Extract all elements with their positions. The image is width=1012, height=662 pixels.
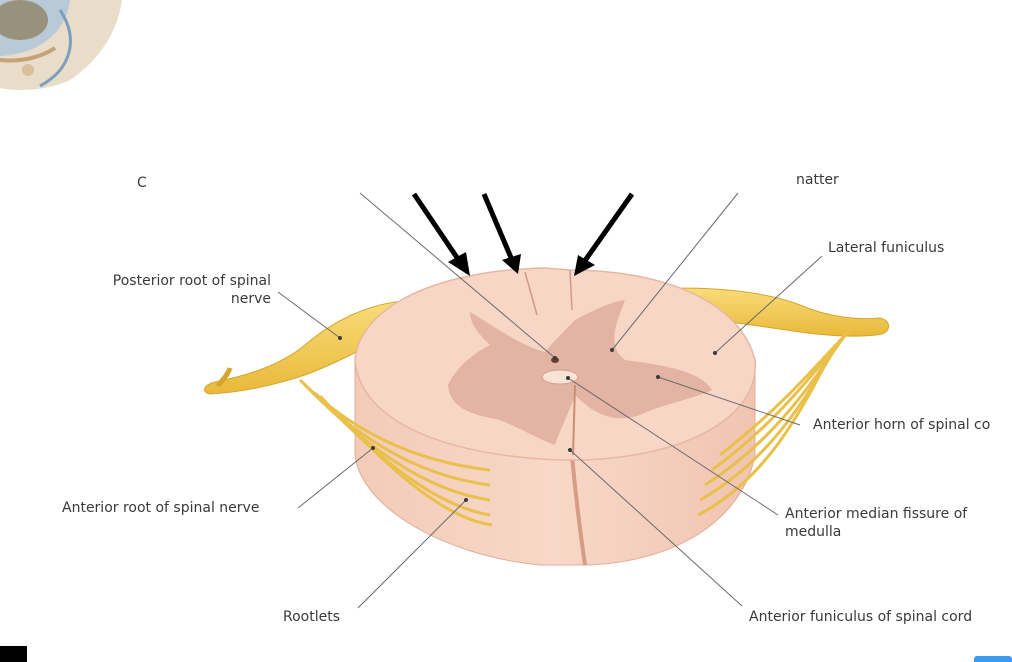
- label-posterior-root: Posterior root of spinal nerve: [112, 273, 271, 307]
- label-top-left-partial: C: [137, 175, 147, 191]
- corner-anatomy-thumbnail: [0, 0, 135, 92]
- arrow-1: [411, 192, 463, 264]
- label-anterior-funiculus: Anterior funiculus of spinal cord: [749, 609, 973, 625]
- arrow-3: [581, 192, 635, 264]
- label-anterior-horn: Anterior horn of spinal co: [813, 417, 991, 433]
- bottom-left-black-bar: [0, 646, 27, 662]
- label-anterior-root: Anterior root of spinal nerve: [62, 500, 260, 516]
- left-rootlets: [298, 378, 493, 527]
- bottom-right-blue-button[interactable]: [974, 656, 1012, 662]
- pointer-arrows: [411, 192, 635, 276]
- right-rootlets: [697, 323, 857, 517]
- label-rootlets: Rootlets: [283, 609, 341, 625]
- label-lateral-funiculus: Lateral funiculus: [828, 240, 945, 256]
- label-anterior-median-fissure: Anterior median fissure of medulla: [785, 506, 968, 540]
- leader-lines: [277, 192, 823, 609]
- anterior-fissure-groove: [570, 454, 587, 566]
- arrow-2: [481, 193, 515, 261]
- label-top-right-partial: natter: [796, 172, 839, 188]
- gray-matter: [448, 300, 712, 445]
